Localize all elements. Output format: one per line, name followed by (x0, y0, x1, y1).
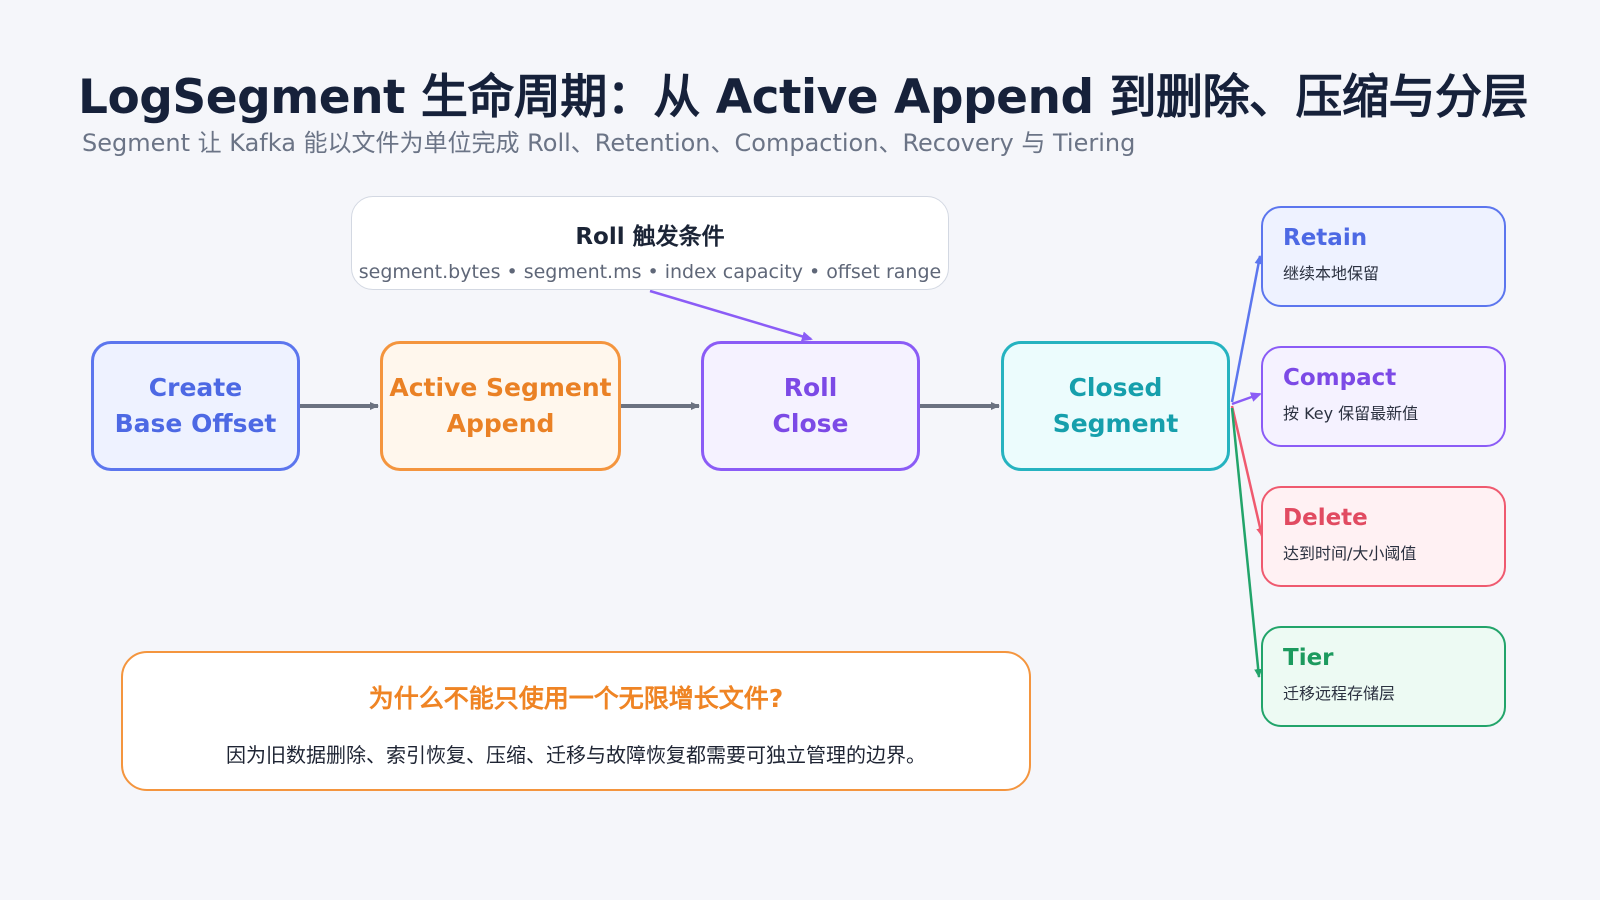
separator-dot: • (808, 261, 821, 283)
roll-conditions-box: Roll 触发条件 segment.bytes•segment.ms•index… (351, 196, 949, 290)
arrow-closed-to-compact (1231, 392, 1262, 406)
outcome-description: 迁移远程存储层 (1283, 684, 1396, 703)
why-body: 因为旧数据删除、索引恢复、压缩、迁移与故障恢复都需要可独立管理的边界。 (226, 743, 926, 767)
arrow-closed-to-delete (1230, 405, 1265, 537)
stage-label-line1: Create (148, 373, 243, 402)
page-subtitle: Segment 让 Kafka 能以文件为单位完成 Roll、Retention… (82, 129, 1136, 157)
arrow-conditions-to-roll (649, 289, 813, 342)
roll-condition-item: offset range (826, 261, 942, 283)
outcome-tier: Tier 迁移远程存储层 (1261, 626, 1506, 727)
outcome-description: 按 Key 保留最新值 (1283, 404, 1419, 423)
stage-label-line2: Close (772, 409, 849, 438)
outcome-compact: Compact 按 Key 保留最新值 (1261, 346, 1506, 447)
outcome-title: Compact (1283, 365, 1397, 391)
roll-conditions-list: segment.bytes•segment.ms•index capacity•… (352, 261, 948, 283)
stage-label-line1: Active Segment (389, 373, 612, 402)
stage-create-base-offset: Create Base Offset (91, 341, 300, 471)
arrow-closed-to-tier (1230, 407, 1263, 678)
roll-conditions-title: Roll 触发条件 (575, 224, 725, 250)
outcome-delete: Delete 达到时间/大小阈值 (1261, 486, 1506, 587)
separator-dot: • (506, 261, 518, 283)
outcome-title: Tier (1283, 645, 1334, 671)
stage-roll-close: Roll Close (701, 341, 920, 471)
page-title: LogSegment 生命周期：从 Active Append 到删除、压缩与分… (78, 70, 1528, 125)
outcome-retain: Retain 继续本地保留 (1261, 206, 1506, 307)
roll-condition-item: index capacity (664, 261, 803, 283)
why-title: 为什么不能只使用一个无限增长文件? (368, 684, 784, 713)
roll-condition-item: segment.ms (523, 261, 642, 283)
why-callout: 为什么不能只使用一个无限增长文件? 因为旧数据删除、索引恢复、压缩、迁移与故障恢… (121, 651, 1031, 791)
outcome-title: Delete (1283, 505, 1368, 531)
stage-active-segment-append: Active Segment Append (380, 341, 621, 471)
stage-label-line2: Append (446, 409, 555, 438)
separator-dot: • (647, 261, 659, 283)
stage-closed-segment: Closed Segment (1001, 341, 1230, 471)
arrow-closed-to-retain (1230, 255, 1263, 403)
outcome-title: Retain (1283, 225, 1368, 251)
outcome-description: 达到时间/大小阈值 (1283, 544, 1417, 563)
stage-label-line2: Base Offset (114, 409, 277, 438)
outcome-description: 继续本地保留 (1283, 264, 1380, 283)
roll-condition-item: segment.bytes (358, 261, 501, 283)
stage-label-line1: Roll (783, 373, 838, 402)
stage-label-line1: Closed Segment (1052, 373, 1179, 438)
